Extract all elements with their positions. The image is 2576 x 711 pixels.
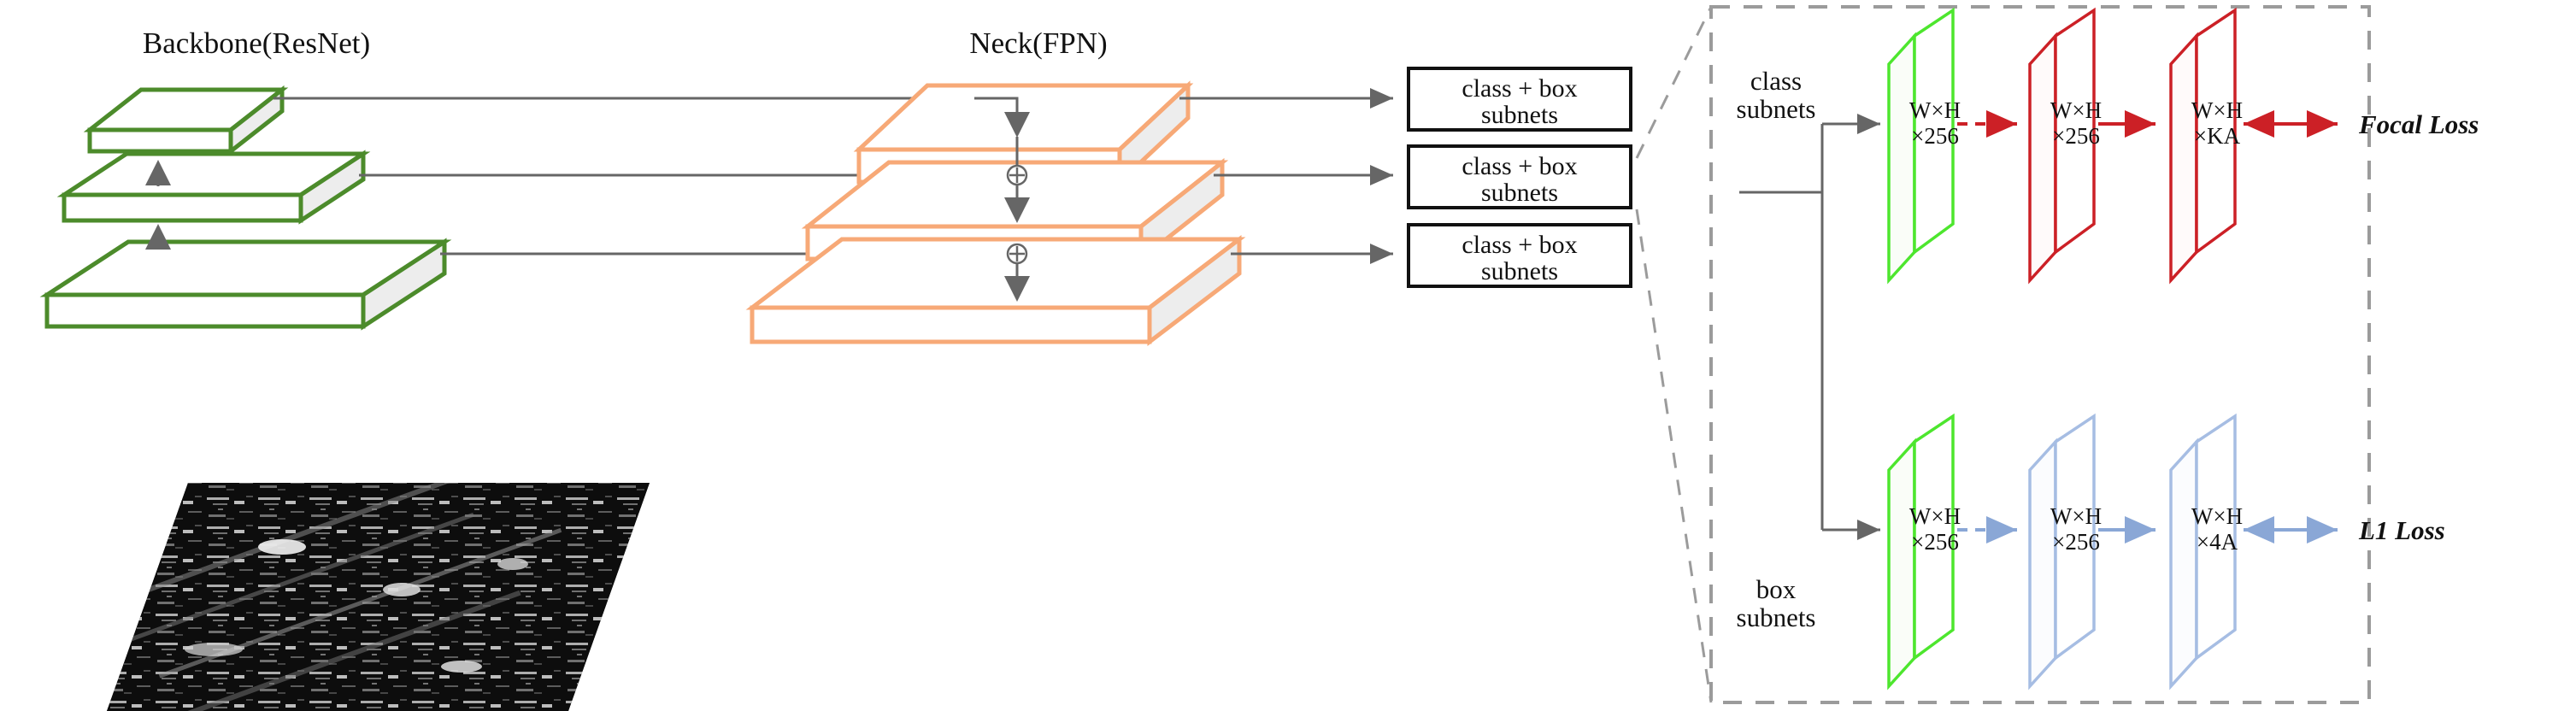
box-slab-2-line1: W×H: [2191, 503, 2243, 529]
head-box-1-line2: subnets: [1481, 179, 1558, 207]
backbone-stage-c3: [39, 238, 452, 331]
backbone-title: Backbone(ResNet): [143, 26, 370, 60]
head-box-2[interactable]: class + box subnets: [1407, 223, 1632, 288]
box-subnets-label-line2: subnets: [1737, 602, 1816, 632]
detail-panel-border: [1709, 5, 2371, 704]
box-slab-0-line2: ×256: [1911, 529, 1959, 555]
box-slab-1: W×H ×256: [2028, 413, 2102, 690]
callout-line-top: [1635, 6, 1713, 159]
head-box-2-line1: class + box: [1461, 231, 1577, 259]
fpn-level-p3: [745, 234, 1246, 347]
box-slab-2-line2: ×4A: [2197, 529, 2238, 555]
neck-title: Neck(FPN): [969, 26, 1107, 60]
class-slab-2-line2: ×KA: [2194, 123, 2241, 149]
box-slab-0-line1: W×H: [1909, 503, 1961, 529]
merge-node-1: [1006, 164, 1028, 186]
fpn-level-p4: [801, 157, 1229, 264]
class-subnets-label-line2: subnets: [1737, 94, 1816, 124]
class-slab-1-line2: ×256: [2052, 123, 2100, 149]
box-slab-1-line1: W×H: [2050, 503, 2102, 529]
class-slab-1-line1: W×H: [2050, 97, 2102, 123]
backbone-stage-c4: [56, 150, 371, 225]
callout-line-bottom: [1635, 209, 1713, 703]
focal-loss-label: Focal Loss: [2358, 109, 2479, 139]
head-box-1[interactable]: class + box subnets: [1407, 144, 1632, 209]
class-slab-2: W×H ×KA: [2169, 7, 2243, 285]
fpn-topdown-path-1: [974, 97, 1030, 138]
head-box-0-line2: subnets: [1481, 101, 1558, 129]
head-box-0-line1: class + box: [1461, 74, 1577, 103]
box-subnets-label-line1: box: [1756, 574, 1797, 604]
class-subnets-label-line1: class: [1750, 66, 1802, 96]
head-box-1-line1: class + box: [1461, 152, 1577, 180]
class-slab-0-line1: W×H: [1909, 97, 1961, 123]
class-slab-0-line2: ×256: [1911, 123, 1959, 149]
l1-loss-label: L1 Loss: [2358, 515, 2445, 545]
sar-input-image: [107, 483, 650, 711]
class-slab-1: W×H ×256: [2028, 7, 2102, 285]
head-box-2-line2: subnets: [1481, 257, 1558, 285]
class-slab-2-line1: W×H: [2191, 97, 2243, 123]
box-slab-2: W×H ×4A: [2169, 413, 2243, 690]
head-box-0[interactable]: class + box subnets: [1407, 67, 1632, 132]
class-slab-0: W×H ×256: [1887, 7, 1961, 285]
box-slab-0: W×H ×256: [1887, 413, 1961, 690]
backbone-stage-c5: [83, 85, 289, 156]
box-slab-1-line2: ×256: [2052, 529, 2100, 555]
merge-node-2: [1006, 243, 1028, 265]
